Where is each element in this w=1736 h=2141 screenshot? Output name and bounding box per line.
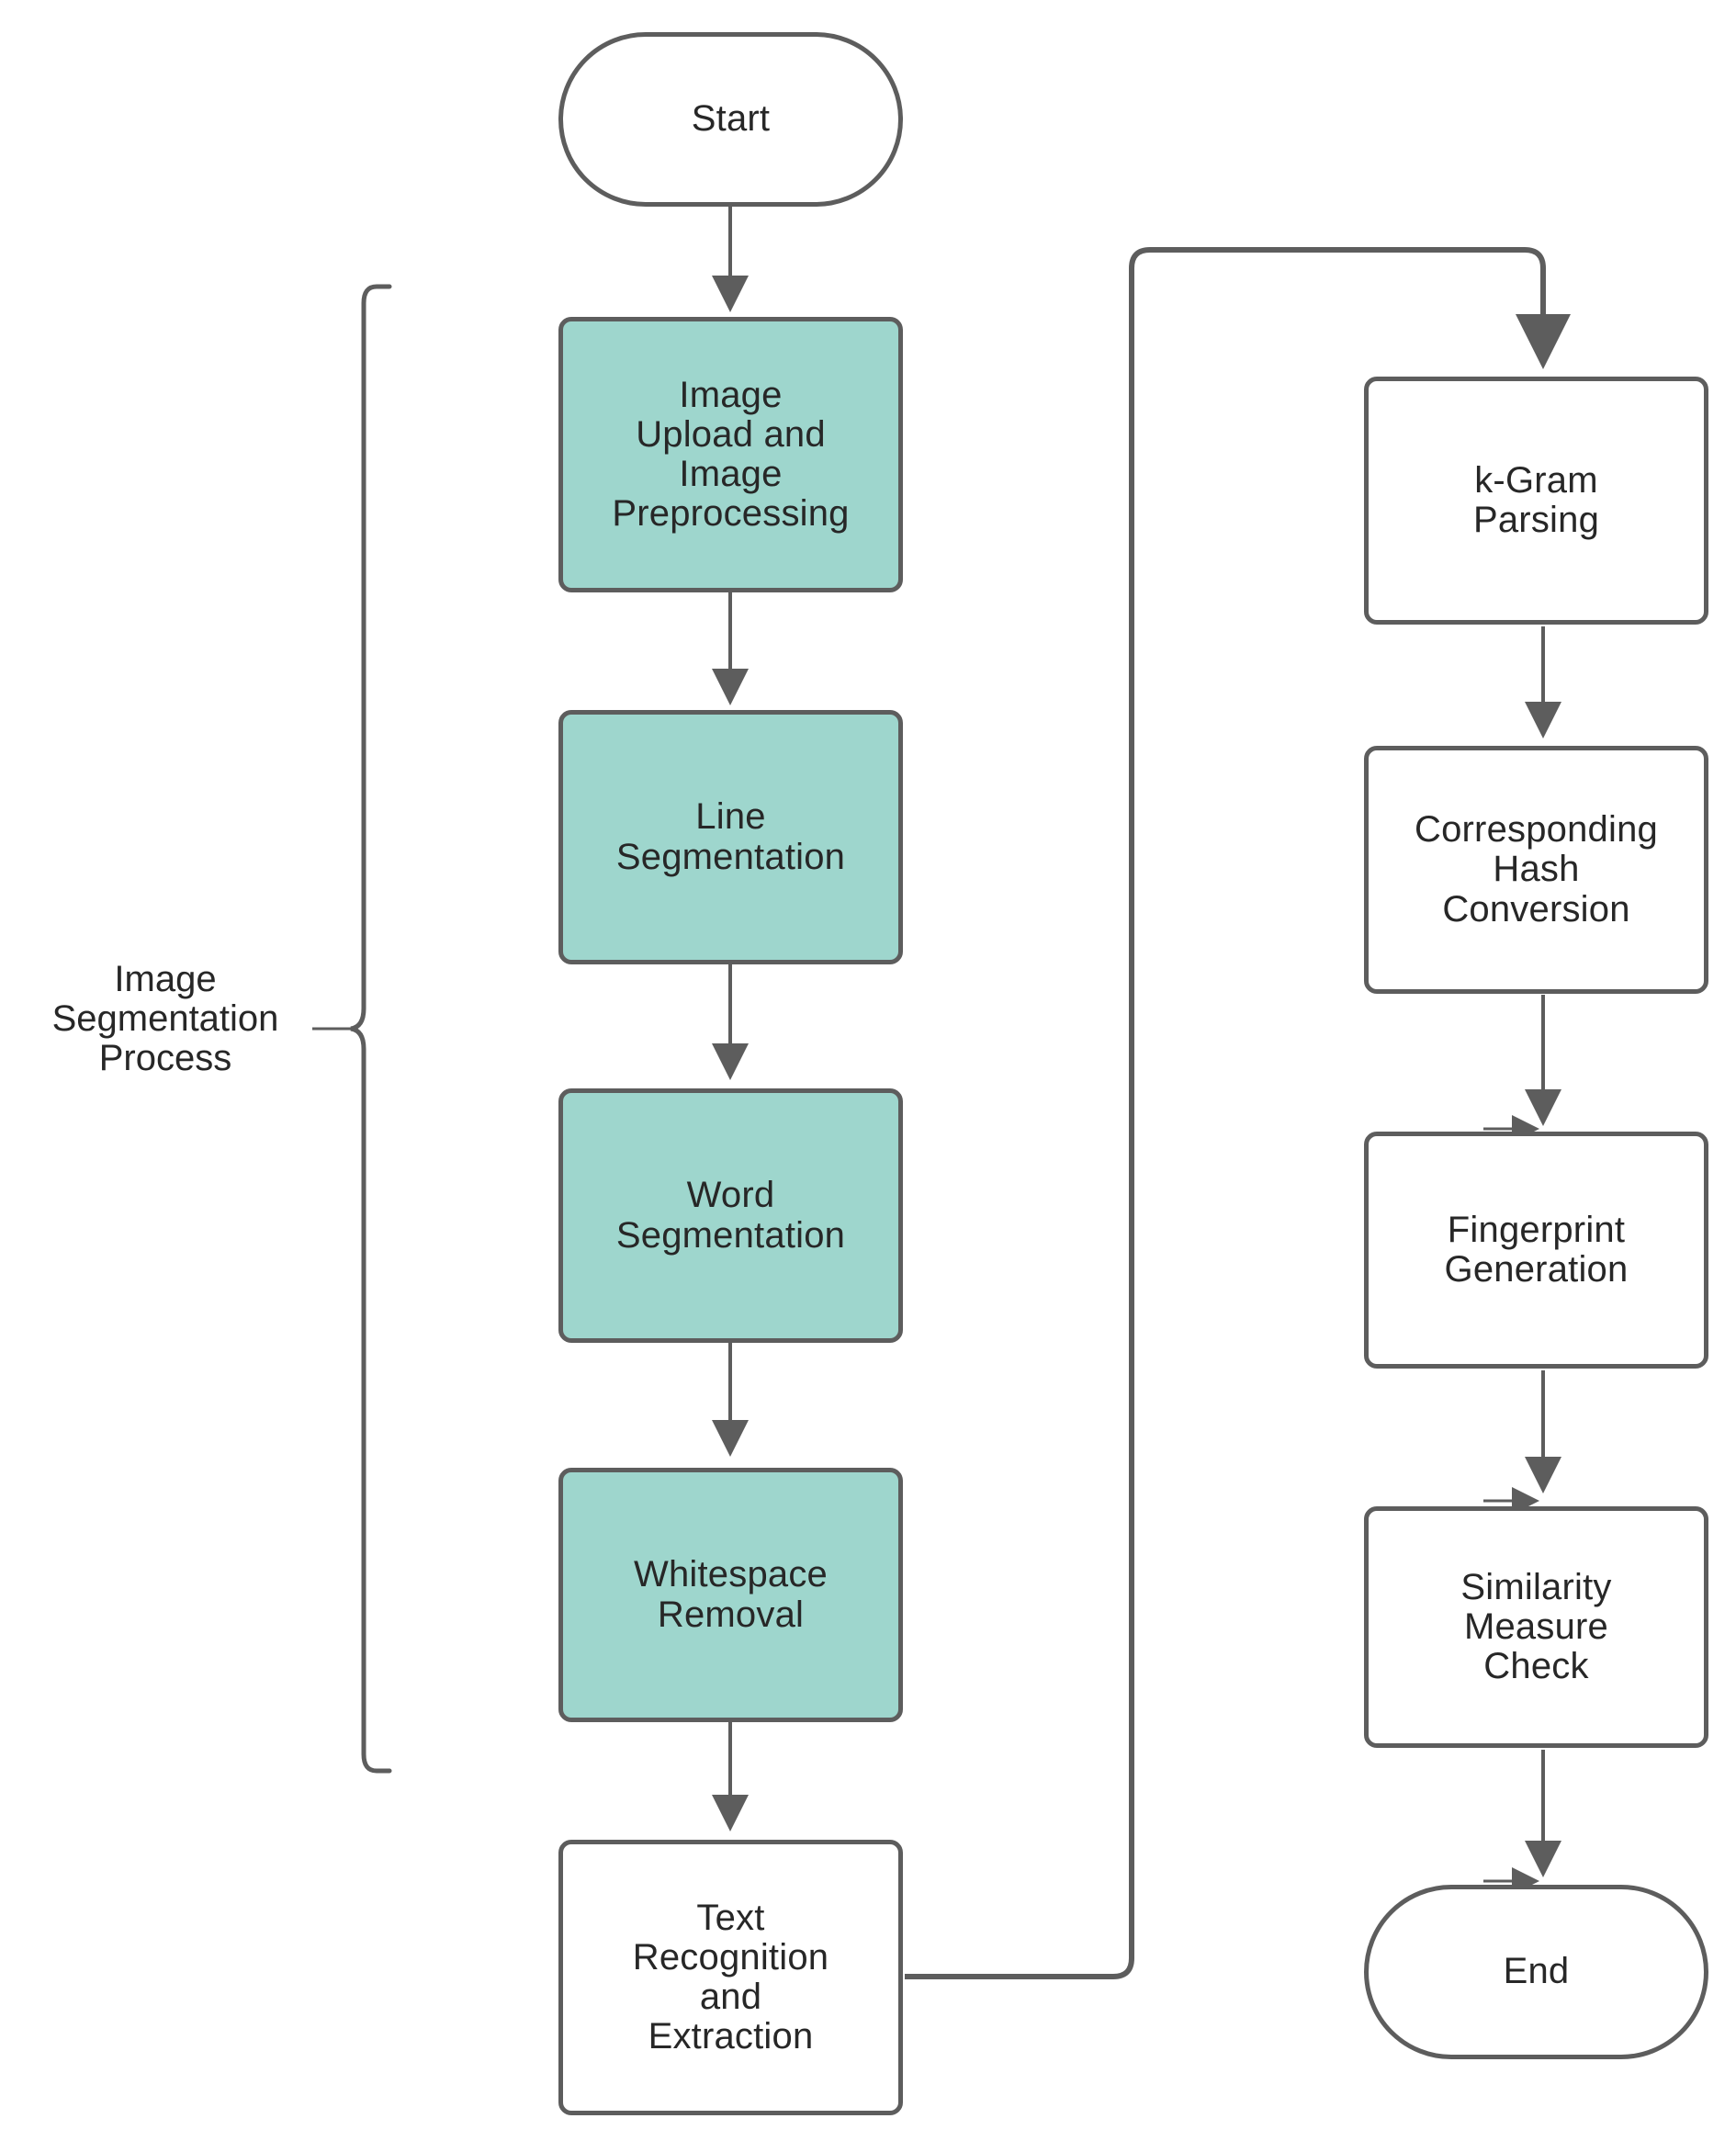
node-whitespace-removal-label: Whitespace Removal — [634, 1554, 828, 1635]
node-start-label: Start — [691, 98, 771, 140]
node-whitespace-removal[interactable]: Whitespace Removal — [558, 1468, 903, 1722]
node-image-upload-and-preprocessing-label: Image Upload and Image Preprocessing — [612, 374, 850, 535]
node-image-upload-and-preprocessing[interactable]: Image Upload and Image Preprocessing — [558, 317, 903, 592]
node-word-segmentation[interactable]: Word Segmentation — [558, 1088, 903, 1343]
group-label-image-segmentation-process: Image Segmentation Process — [51, 959, 279, 1079]
node-similarity-measure-check-label: Similarity Measure Check — [1460, 1566, 1612, 1687]
node-start[interactable]: Start — [558, 32, 903, 207]
node-text-recognition-and-extraction[interactable]: Text Recognition and Extraction — [558, 1840, 903, 2115]
node-kgram-parsing-label: k-Gram Parsing — [1472, 459, 1600, 540]
node-corresponding-hash-conversion-label: Corresponding Hash Conversion — [1415, 809, 1658, 930]
node-end-label: End — [1503, 1951, 1570, 1992]
node-line-segmentation[interactable]: Line Segmentation — [558, 710, 903, 964]
node-kgram-parsing[interactable]: k-Gram Parsing — [1364, 377, 1708, 625]
node-fingerprint-generation[interactable]: Fingerprint Generation — [1364, 1132, 1708, 1369]
node-fingerprint-generation-label: Fingerprint Generation — [1444, 1209, 1629, 1290]
group-brace — [350, 284, 392, 1774]
node-word-segmentation-label: Word Segmentation — [615, 1175, 846, 1256]
node-corresponding-hash-conversion[interactable]: Corresponding Hash Conversion — [1364, 746, 1708, 994]
node-similarity-measure-check[interactable]: Similarity Measure Check — [1364, 1506, 1708, 1748]
node-end[interactable]: End — [1364, 1885, 1708, 2059]
node-line-segmentation-label: Line Segmentation — [615, 796, 846, 877]
node-text-recognition-and-extraction-label: Text Recognition and Extraction — [632, 1897, 829, 2057]
